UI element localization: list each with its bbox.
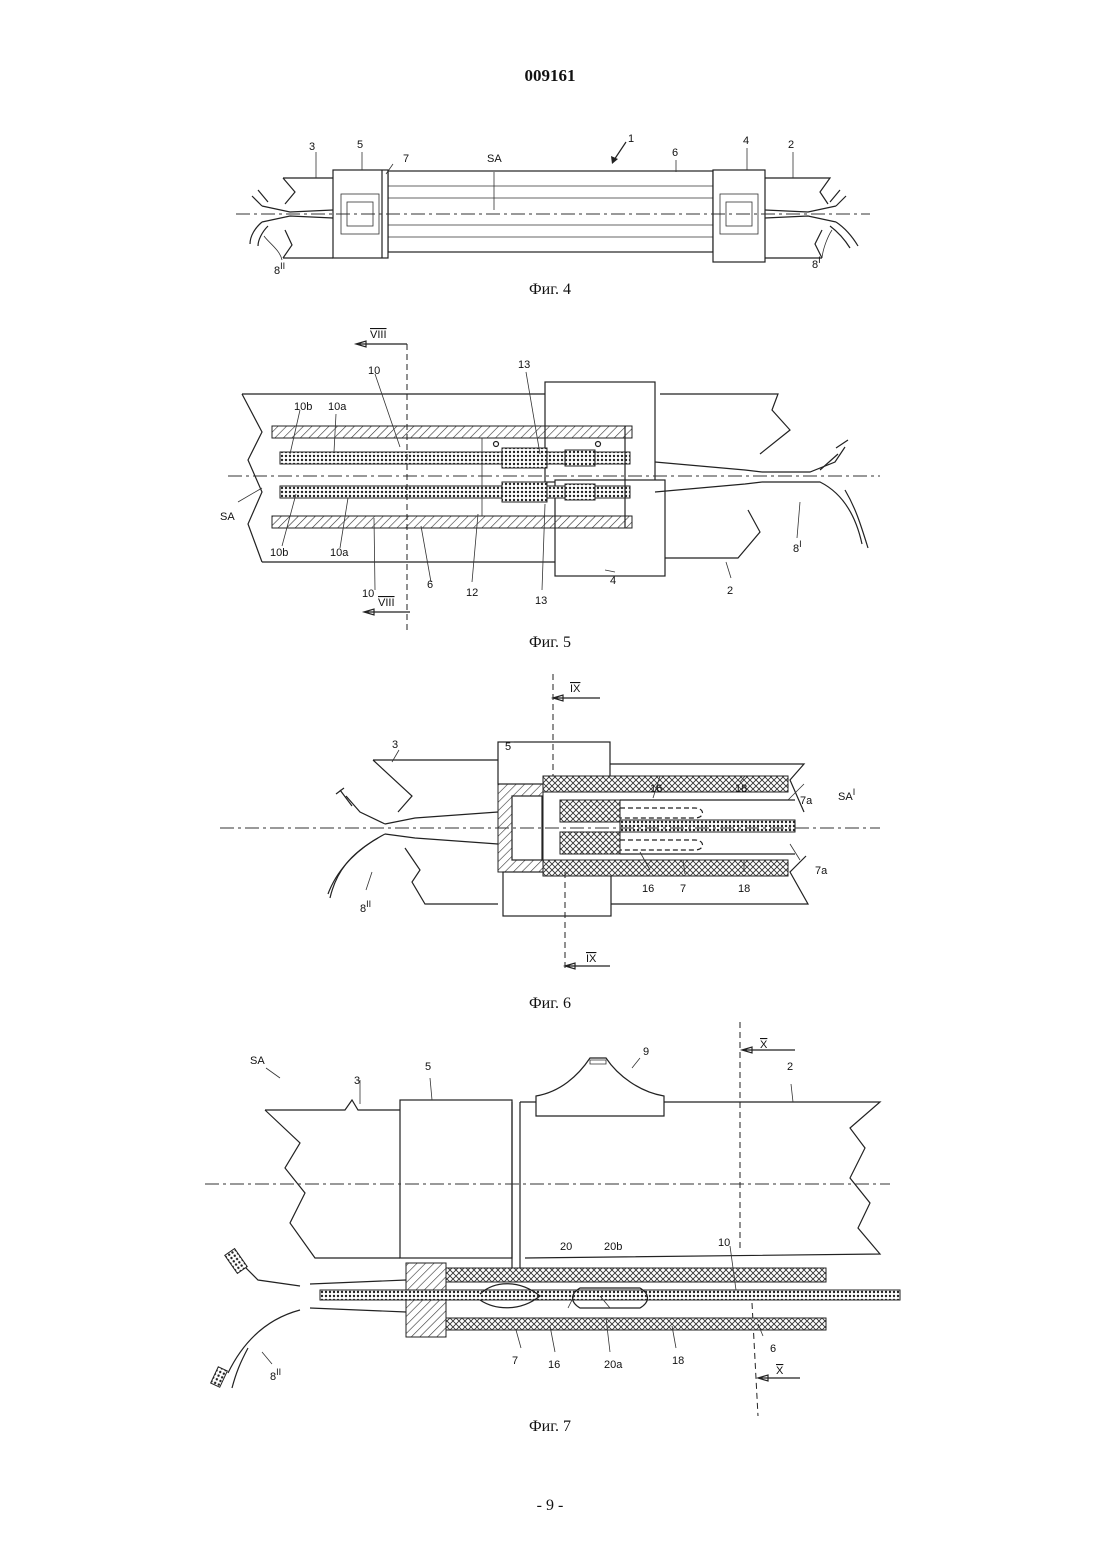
pipe-3-outline <box>373 760 498 812</box>
label-20b: 20b <box>604 1241 622 1253</box>
label-7a-top: 7a <box>800 795 813 807</box>
label-3: 3 <box>392 739 398 751</box>
figure-4: 3 5 7 SA 1 6 4 2 8II 8I <box>0 130 1100 280</box>
figure-5-drawing: VIII 10 10b 10a 13 SA 10b 10a 10 VIII 6 … <box>0 322 1100 637</box>
label-6: 6 <box>672 147 678 159</box>
pipe-2-outline <box>520 1102 880 1258</box>
label-20a: 20a <box>604 1359 623 1371</box>
label-section-x-bottom: X <box>776 1365 784 1377</box>
label-10: 10 <box>718 1237 730 1249</box>
label-10-top: 10 <box>368 365 380 377</box>
label-9: 9 <box>643 1046 649 1058</box>
label-8-double-prime: 8II <box>270 1367 281 1383</box>
label-section-ix-bottom: IX <box>586 953 597 965</box>
label-16: 16 <box>548 1359 560 1371</box>
label-18-top: 18 <box>735 783 747 795</box>
label-10-bottom: 10 <box>362 588 374 600</box>
label-13-top: 13 <box>518 359 530 371</box>
label-2: 2 <box>787 1061 793 1073</box>
label-sa: SA <box>250 1055 265 1067</box>
figure-6: IX 3 5 16 18 7a SAI 8II 16 7 18 7a IX <box>0 672 1100 992</box>
figure-4-drawing: 3 5 7 SA 1 6 4 2 8II 8I <box>0 130 1100 280</box>
label-6: 6 <box>770 1343 776 1355</box>
label-8-double-prime: 8II <box>360 899 371 915</box>
label-18-bottom: 18 <box>738 883 750 895</box>
label-section-viii-bottom: VIII <box>378 597 395 609</box>
sleeve-6 <box>388 171 713 252</box>
pipe-2-outline <box>660 394 790 454</box>
label-7: 7 <box>680 883 686 895</box>
label-2: 2 <box>788 139 794 151</box>
figure-7-caption: Фиг. 7 <box>450 1418 650 1436</box>
figure-4-caption: Фиг. 4 <box>450 281 650 299</box>
label-20: 20 <box>560 1241 572 1253</box>
label-4: 4 <box>610 575 616 587</box>
label-5: 5 <box>425 1061 431 1073</box>
label-sa: SA <box>220 511 235 523</box>
figure-6-drawing: IX 3 5 16 18 7a SAI 8II 16 7 18 7a IX <box>0 672 1100 992</box>
clamp-9 <box>536 1058 664 1116</box>
label-5: 5 <box>357 139 363 151</box>
label-5: 5 <box>505 741 511 753</box>
label-10a-top: 10a <box>328 401 347 413</box>
label-12: 12 <box>466 587 478 599</box>
label-2: 2 <box>727 585 733 597</box>
label-6: 6 <box>427 579 433 591</box>
figure-7: X 9 3 5 2 SA 20 20b 10 8II 7 16 20a 18 6… <box>0 1018 1100 1418</box>
label-sa: SA <box>487 153 502 165</box>
label-section-viii-top: VIII <box>370 329 387 341</box>
figure-5-caption: Фиг. 5 <box>450 634 650 652</box>
figure-7-drawing: X 9 3 5 2 SA 20 20b 10 8II 7 16 20a 18 6… <box>0 1018 1100 1418</box>
label-18: 18 <box>672 1355 684 1367</box>
label-16-top: 16 <box>650 783 662 795</box>
label-10b-bottom: 10b <box>270 547 288 559</box>
label-7a-bottom: 7a <box>815 865 828 877</box>
label-8-double-prime: 8II <box>274 261 285 277</box>
label-10a-bottom: 10a <box>330 547 349 559</box>
label-10b-top: 10b <box>294 401 312 413</box>
pipe-3-outline <box>265 1100 400 1110</box>
label-sa-prime: SAI <box>838 787 855 803</box>
label-3: 3 <box>309 141 315 153</box>
label-7: 7 <box>512 1355 518 1367</box>
label-8-prime: 8I <box>812 255 821 271</box>
label-section-ix-top: IX <box>570 683 581 695</box>
label-section-x-top: X <box>760 1039 768 1051</box>
figure-6-caption: Фиг. 6 <box>450 995 650 1013</box>
label-13-bottom: 13 <box>535 595 547 607</box>
page-footer-number: - 9 - <box>0 1497 1100 1515</box>
label-16-bottom: 16 <box>642 883 654 895</box>
document-number: 009161 <box>0 66 1100 86</box>
figure-5: VIII 10 10b 10a 13 SA 10b 10a 10 VIII 6 … <box>0 322 1100 637</box>
label-1: 1 <box>628 133 634 145</box>
label-7: 7 <box>403 153 409 165</box>
pipe-left-break <box>242 394 545 562</box>
label-8-prime: 8I <box>793 539 802 555</box>
label-4: 4 <box>743 135 749 147</box>
label-3: 3 <box>354 1075 360 1087</box>
coupling-5 <box>400 1100 512 1258</box>
coupling-4 <box>713 170 765 262</box>
